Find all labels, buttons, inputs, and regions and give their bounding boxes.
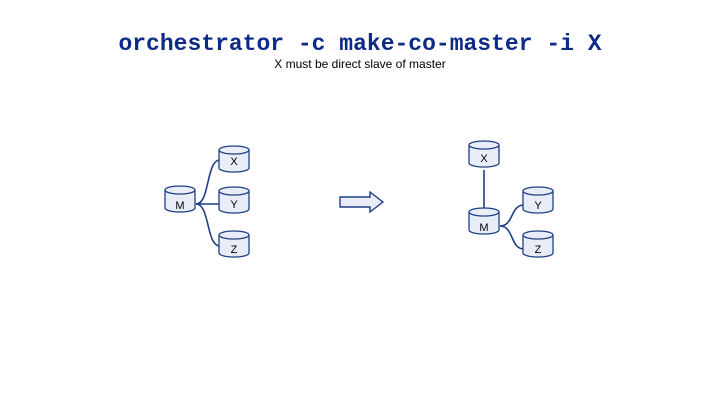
before-master-label: M xyxy=(175,200,184,212)
after-master-label: M xyxy=(479,222,488,234)
after-y-node: Y xyxy=(522,186,554,214)
before-z-node: Z xyxy=(218,230,250,258)
after-z-node: Z xyxy=(522,230,554,258)
before-topology: M X Y Z xyxy=(164,145,250,258)
after-x-label: X xyxy=(480,153,488,165)
before-z-label: Z xyxy=(231,244,238,256)
page-title: orchestrator -c make-co-master -i X xyxy=(118,31,602,57)
after-edge-m-z xyxy=(499,225,525,250)
before-x-node: X xyxy=(218,145,250,173)
right-arrow-icon xyxy=(339,190,385,214)
page-subtitle: X must be direct slave of master xyxy=(274,57,446,71)
before-x-label: X xyxy=(230,156,238,168)
before-edge-m-z xyxy=(195,203,221,247)
before-y-label: Y xyxy=(230,199,238,211)
after-master-node: M xyxy=(468,207,500,235)
after-y-label: Y xyxy=(534,200,542,212)
before-y-node: Y xyxy=(218,186,250,214)
after-topology: X M Y Z xyxy=(468,140,554,258)
after-x-node: X xyxy=(468,140,500,168)
after-z-label: Z xyxy=(535,244,542,256)
before-master-node: M xyxy=(164,185,196,213)
before-edge-m-x xyxy=(195,159,221,205)
after-edge-m-y xyxy=(499,204,525,227)
